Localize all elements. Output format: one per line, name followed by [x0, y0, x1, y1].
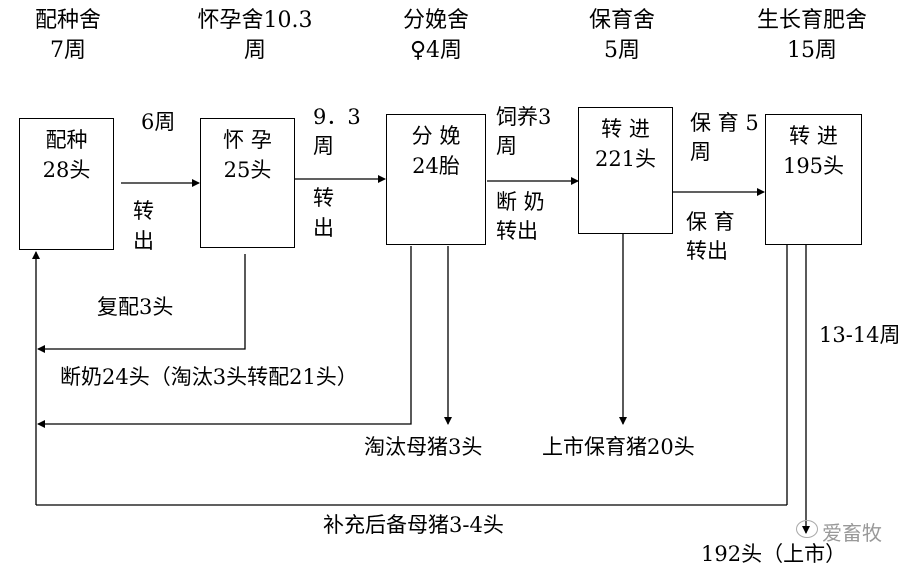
box-farrowing-title: 分 娩: [411, 124, 461, 148]
box-gestation: 怀 孕 25头: [200, 118, 295, 248]
label-nursery-sale: 上市保育猪20头: [542, 435, 695, 459]
label-nursery-out-a: 保 育: [686, 210, 735, 234]
label-weaning: 断奶24头（淘汰3头转配21头）: [60, 365, 358, 389]
box-finishing: 转 进 195头: [765, 114, 862, 245]
box-farrowing: 分 娩 24胎: [386, 114, 486, 245]
label-9-3-weeks-b: 周: [313, 134, 334, 158]
box-finishing-title: 转 进: [789, 124, 838, 148]
header-farrowing-duration: ♀4周: [409, 38, 463, 63]
label-6-weeks: 6周: [141, 110, 176, 134]
arrow-rebreed: [37, 254, 246, 353]
header-gestation-name: 怀孕舍10.3: [197, 8, 313, 33]
header-farrowing-name: 分娩舍: [402, 8, 469, 33]
arrow-weaning-return: [37, 246, 412, 428]
header-gestation-duration: 周: [243, 38, 266, 63]
box-breeding: 配种 28头: [19, 118, 114, 250]
label-rebreed: 复配3头: [97, 295, 174, 319]
label-9-3-weeks-a: 9．3: [313, 105, 361, 129]
header-breeding-duration: 7周: [50, 38, 86, 63]
wechat-icon: [796, 520, 818, 538]
label-finishing-period: 13-14周: [819, 323, 901, 347]
watermark-text: 爱畜牧: [822, 521, 882, 545]
header-breeding-name: 配种舍: [34, 8, 101, 33]
label-transfer-out-1a: 转: [133, 199, 154, 223]
label-nursery-5-weeks-b: 周: [690, 140, 711, 164]
box-breeding-title: 配种: [45, 128, 88, 152]
box-finishing-count: 195头: [782, 154, 845, 178]
label-feeding-3-weeks-a: 饲养3: [496, 105, 552, 129]
header-nursery-name: 保育舍: [588, 8, 655, 33]
label-weaning-out-b: 转出: [496, 219, 538, 243]
label-transfer-out-1b: 出: [133, 229, 154, 253]
label-transfer-out-2a: 转: [313, 186, 334, 210]
label-nursery-out-b: 转出: [686, 239, 728, 263]
label-weaning-out-a: 断 奶: [496, 190, 545, 214]
header-finishing-duration: 15周: [787, 38, 837, 63]
header-nursery: 保育舍 5周: [572, 6, 672, 66]
box-nursery: 转 进 221头: [578, 107, 673, 234]
label-feeding-3-weeks-b: 周: [496, 134, 517, 158]
box-gestation-title: 怀 孕: [223, 128, 272, 152]
label-market: 192头（上市）: [701, 542, 847, 566]
header-finishing: 生长育肥舍 15周: [742, 6, 882, 66]
box-gestation-count: 25头: [223, 158, 272, 182]
label-replacement-gilts: 补充后备母猪3-4头: [323, 513, 504, 537]
header-farrowing: 分娩舍 ♀4周: [386, 6, 486, 66]
box-nursery-title: 转 进: [601, 117, 650, 141]
box-farrowing-count: 24胎: [412, 154, 460, 178]
header-gestation: 怀孕舍10.3 周: [190, 6, 320, 66]
label-cull-sows: 淘汰母猪3头: [364, 435, 483, 459]
label-nursery-5-weeks-a: 保 育 5: [690, 111, 759, 135]
header-finishing-name: 生长育肥舍: [756, 8, 867, 33]
header-breeding: 配种舍 7周: [18, 6, 118, 66]
box-nursery-count: 221头: [594, 147, 657, 171]
label-transfer-out-2b: 出: [313, 216, 334, 240]
header-nursery-duration: 5周: [604, 38, 640, 63]
box-breeding-count: 28头: [42, 158, 91, 182]
